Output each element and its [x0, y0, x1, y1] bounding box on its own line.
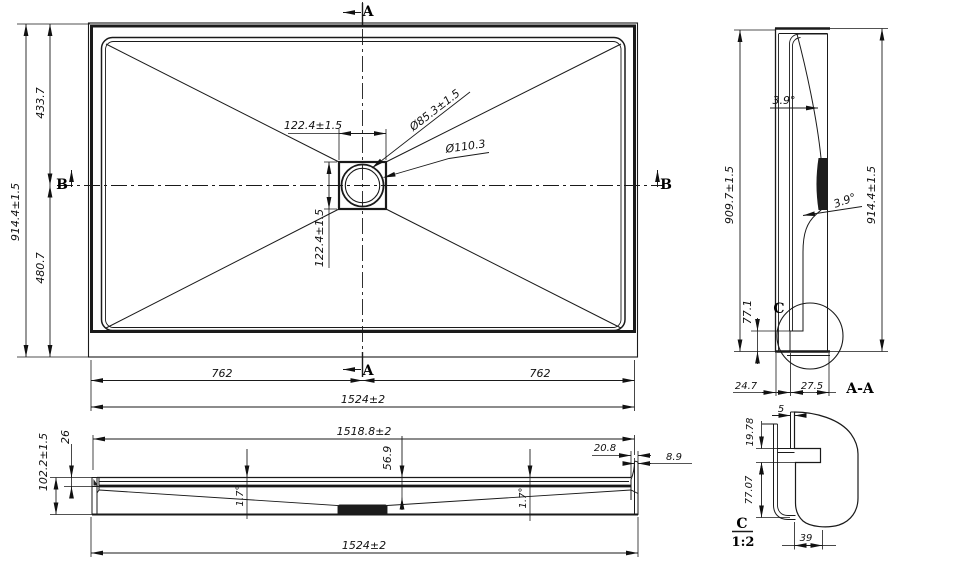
plan-section-markers: A A B B: [56, 3, 672, 379]
dim-drain-diameter-inner: Ø110.3: [444, 137, 487, 156]
section-dimensions: 909.7±1.5 914.4±1.5 3.9° 3.9° 77.1 24.7 …: [723, 28, 888, 397]
detail-dimensions: 5 19.78 77.07 39 C 1:2: [732, 404, 836, 550]
dim-detail-foot-width: 39: [800, 533, 813, 544]
dim-front-overall-width: 1524±2: [342, 539, 386, 552]
dim-plan-top-half: 433.7: [34, 87, 47, 119]
detail-title: C: [736, 516, 747, 532]
dim-front-center-depth: 56.9: [381, 446, 394, 471]
dim-section-base-right: 27.5: [801, 381, 823, 392]
section-title: A-A: [845, 381, 875, 397]
dim-detail-step: 19.78: [745, 418, 756, 447]
dim-plan-left-half-width: 762: [212, 367, 233, 380]
section-linework: [774, 27, 830, 356]
detail-scale: 1:2: [732, 535, 755, 550]
detail-circle: [776, 302, 844, 370]
detail-linework: [762, 411, 859, 528]
dim-section-inner-height: 909.7±1.5: [723, 166, 736, 224]
dim-drain-offset-y: 122.4±1.5: [313, 209, 326, 267]
dim-section-foot-height: 77.1: [741, 300, 754, 325]
dim-plan-right-half-width: 762: [530, 367, 551, 380]
drain-cut: [816, 158, 828, 210]
drain-trap: [338, 504, 387, 515]
dim-front-edge-width: 20.8: [594, 443, 616, 454]
plan-linework: [57, 2, 663, 374]
front-linework: [91, 460, 639, 516]
plan-bottom-dimensions: 762 762 1524±2: [90, 360, 635, 411]
dim-drain-offset-x: 122.4±1.5: [284, 119, 342, 132]
dim-front-edge-lip: 8.9: [666, 452, 682, 463]
dim-section-overall-height: 914.4±1.5: [865, 166, 878, 224]
dim-drain-diameter-outer: Ø85.3±1.5: [406, 87, 462, 134]
dim-plan-overall-width: 1524±2: [341, 393, 385, 406]
dim-section-angle-upper: 3.9°: [773, 94, 796, 107]
dim-plan-overall-height: 914.4±1.5: [9, 183, 22, 241]
dim-section-base-left: 24.7: [735, 381, 758, 392]
dim-front-inner-width: 1518.8±2: [337, 425, 392, 438]
section-view: 909.7±1.5 914.4±1.5 3.9° 3.9° 77.1 24.7 …: [723, 27, 888, 397]
section-b-left-label: B: [56, 177, 68, 193]
dim-front-rim-height: 26: [59, 430, 72, 444]
dim-front-slope-right: 1.7°: [518, 488, 529, 509]
plan-left-dimensions: 914.4±1.5 433.7 480.7: [9, 23, 90, 358]
front-view: 1518.8±2 1524±2 102.2±1.5 26 56.9 1.7° 1…: [37, 425, 692, 557]
front-dimensions: 1518.8±2 1524±2 102.2±1.5 26 56.9 1.7° 1…: [37, 425, 692, 557]
section-a-top-label: A: [362, 4, 375, 20]
dim-detail-foot-height: 77.07: [744, 475, 755, 504]
section-b-right-label: B: [660, 177, 672, 193]
detail-marker-label: C: [773, 301, 784, 317]
dim-detail-lip: 5: [778, 404, 784, 415]
dim-front-slope-left: 1.7°: [235, 486, 246, 507]
dim-front-overall-height: 102.2±1.5: [37, 433, 50, 491]
plan-view: A A B B 914.4±1.5 433.7 480.7 762 762 15…: [9, 2, 672, 411]
detail-view: 5 19.78 77.07 39 C 1:2: [732, 404, 859, 550]
dim-plan-bottom-half: 480.7: [34, 252, 47, 284]
section-a-bottom-label: A: [362, 363, 375, 379]
